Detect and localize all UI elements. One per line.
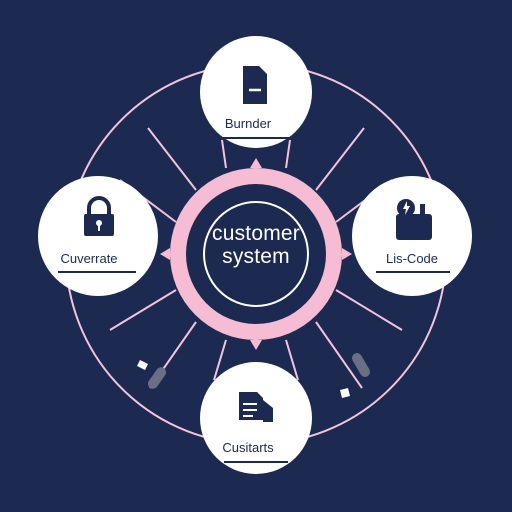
spoke-line: [213, 339, 227, 381]
document-front: [239, 392, 263, 420]
hub-pointer-top: [250, 158, 262, 168]
spoke-line: [285, 339, 299, 381]
document-sheet: [243, 66, 267, 104]
node-label-bottom: Cusitarts: [222, 440, 274, 455]
plug-connector-left: [137, 360, 167, 389]
plug-body: [147, 367, 167, 389]
plug-prong: [340, 388, 350, 398]
padlock-icon: [84, 196, 114, 236]
plug-prong: [137, 360, 148, 370]
plug-connector-right: [340, 353, 370, 398]
center-hub-outline: [203, 201, 309, 307]
spoke-line: [147, 127, 197, 191]
center-label-line1: customer: [212, 222, 300, 245]
spoke-line: [315, 127, 365, 191]
node-label-right: Lis-Code: [385, 251, 439, 266]
center-label-line2: system: [222, 245, 290, 268]
padlock-keyhole-slot: [98, 224, 100, 231]
spoke-line: [109, 289, 177, 331]
padlock-keyhole: [96, 220, 102, 226]
spoke-line: [285, 139, 291, 169]
device-body: [396, 214, 432, 240]
node-label-top: Burnder: [224, 116, 272, 131]
hub-pointer-right: [342, 248, 352, 260]
spoke-line: [221, 139, 227, 169]
power-device-icon: [396, 199, 432, 240]
padlock-shackle: [87, 196, 111, 214]
document-icon: [243, 66, 267, 104]
plug-body: [352, 353, 370, 377]
spoke-line: [335, 289, 403, 331]
stacked-documents-icon: [239, 392, 273, 422]
hub-pointer-bottom: [250, 340, 262, 350]
center-hub-inner: [186, 184, 326, 324]
hub-pointer-left: [160, 248, 170, 260]
power-bolt: [403, 201, 410, 215]
center-hub-label: customer system: [196, 222, 316, 268]
document-back: [263, 400, 273, 422]
spoke-line: [315, 321, 363, 389]
node-label-left: Cuverrate: [60, 251, 118, 266]
device-stand: [420, 204, 425, 216]
